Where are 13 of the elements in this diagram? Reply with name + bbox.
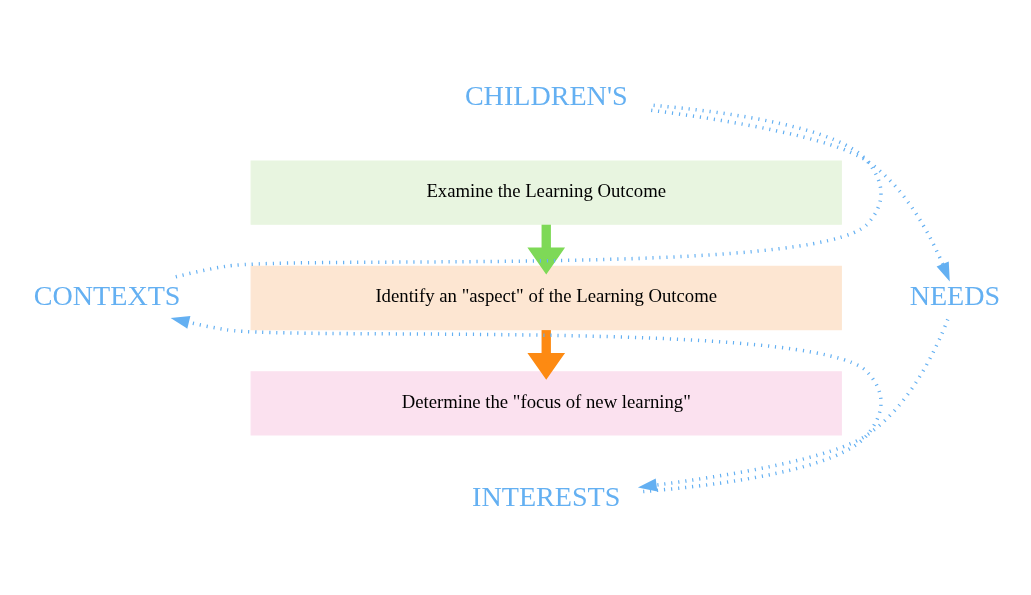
arrow	[170, 315, 883, 493]
node-text: CONTEXTS	[33, 279, 181, 311]
arrow	[637, 318, 950, 492]
node-box: Identify an "aspect" of the Learning Outcome	[250, 265, 842, 330]
node-box: Examine the Learning Outcome	[250, 159, 842, 225]
node-text: INTERESTS	[472, 480, 621, 511]
connector	[175, 102, 883, 279]
arrow	[527, 329, 566, 380]
node-text: NEEDS	[909, 279, 1001, 311]
node-text: CHILDREN'S	[464, 79, 628, 111]
arrow	[650, 108, 950, 281]
node-box: Determine the "focus of new learning"	[250, 370, 842, 436]
arrow	[527, 224, 566, 274]
